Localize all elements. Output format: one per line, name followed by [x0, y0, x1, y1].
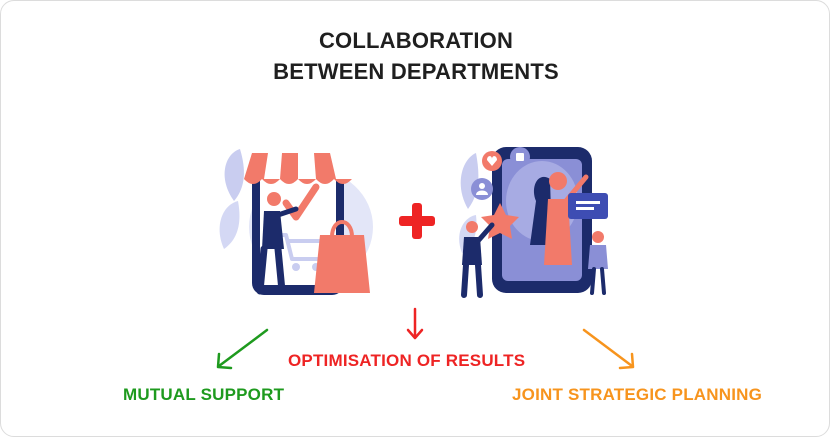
- page-title: COLLABORATION BETWEEN DEPARTMENTS: [1, 25, 829, 87]
- joint-planning-label: JOINT STRATEGIC PLANNING: [512, 385, 763, 404]
- title-line-2: BETWEEN DEPARTMENTS: [273, 59, 559, 84]
- social-media-illustration: [459, 147, 608, 298]
- shop-illustration: [219, 149, 373, 295]
- arrow-down-icon: [406, 307, 424, 340]
- title-line-1: COLLABORATION: [318, 28, 514, 53]
- plus-icon: [399, 203, 435, 239]
- mutual-support-label: MUTUAL SUPPORT: [123, 385, 285, 404]
- arrow-down-left-icon: [216, 328, 269, 370]
- optimisation-label: OPTIMISATION OF RESULTS: [288, 351, 526, 370]
- arrow-down-right-icon: [582, 328, 635, 370]
